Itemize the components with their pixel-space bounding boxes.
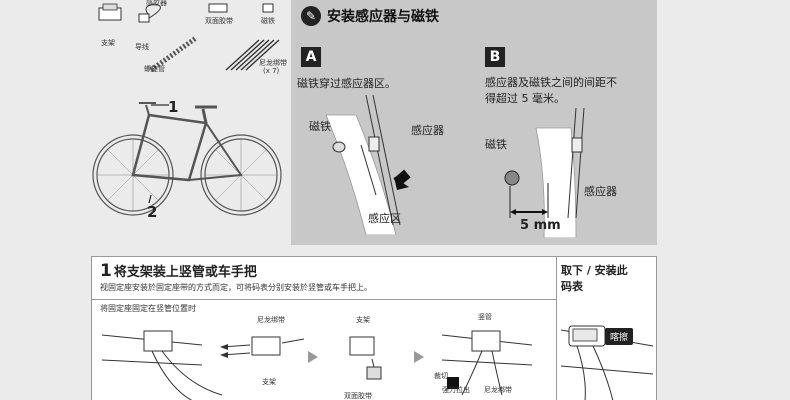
section-header: ✎ 安装感应器与磁铁 [301,6,439,26]
bicycle-illustration: 1 2 [91,85,291,245]
step-b-description-1: 感应器及磁铁之间的间距不 [485,76,617,89]
label-sensor-top: 感应器 [146,0,167,7]
step1-stem: 竖管 [478,313,492,321]
step1-header: 1 将支架装上竖管或车手把 [100,261,257,281]
wrench-icon: ✎ [301,6,321,26]
step1-bracket-top: 支架 [356,316,370,324]
step1-nylon-tie: 尼龙绑带 [257,316,285,324]
remove-attach-box: 取下 / 安装此 码表 喀擦 [556,256,657,400]
step-a-magnet-label: 磁铁 [309,120,331,133]
step1-illustration [101,330,533,400]
label-magnet: 磁铁 [261,17,275,25]
label-nylon-tie: 尼龙绑带 [259,59,287,67]
step-b-illustration [504,108,585,238]
label-wire: 导线 [135,43,149,51]
remove-title-1: 取下 / 安装此 [561,264,628,277]
step1-title: 将支架装上竖管或车手把 [113,265,257,280]
click-badge: 喀擦 [605,328,634,345]
step1-subtitle: 将固定座固定在竖管位置时 [100,304,196,313]
step-a-description: 磁铁穿过感应器区。 [297,77,396,90]
label-spiral: 螺旋管 [144,65,165,73]
label-bracket: 支架 [101,39,115,47]
step1-pull: 强力拉出 [442,386,470,394]
step-a-badge: A [301,47,321,67]
remove-title-2: 码表 [561,280,583,293]
bicycle-icon [92,102,282,216]
section-title: 安装感应器与磁铁 [327,9,439,25]
sensor-magnet-panel: ✎ 安装感应器与磁铁 A 磁铁穿过感应器区。 磁铁 感应器 感应区 B 感应器及… [291,0,657,245]
computer-mount-illustration [560,325,654,400]
label-double-tape: 双面胶带 [205,17,233,25]
step-a-zone-label: 感应区 [368,212,401,225]
step1-desc: 视固定座安装於固定座带的方式而定，可将码表分别安装於竖管或车手把上。 [100,283,372,292]
parts-list: 感应器 双面胶带 磁铁 支架 导线 螺旋管 尼龙绑带 (x 7) [91,0,291,80]
step1-nylon-tie-2: 尼龙绑带 [484,386,512,394]
parts-illustration [98,3,280,73]
bike-callout-1: 1 [168,98,179,116]
step-a-illustration [325,95,411,235]
bike-callout-2: 2 [147,203,158,221]
step-b-sensor-label: 感应器 [584,185,617,198]
step1-cut: 裁切 [434,372,448,380]
step1-tape: 双面胶带 [344,392,372,400]
step1-divider [92,299,556,300]
step-b-badge: B [485,47,505,67]
step1-box: 1 将支架装上竖管或车手把 视固定座安装於固定座带的方式而定，可将码表分别安装於… [91,256,657,400]
step-b-magnet-label: 磁铁 [485,138,507,151]
step-a-sensor-label: 感应器 [411,124,444,137]
label-nylon-count: (x 7) [263,67,280,75]
step-b-description-2: 得超过 5 毫米。 [485,92,565,105]
step1-bracket-bottom: 支架 [262,378,276,386]
step-b-distance-label: 5 mm [520,218,561,233]
step1-number: 1 [100,261,112,281]
click-badge-text: 喀擦 [610,333,629,343]
